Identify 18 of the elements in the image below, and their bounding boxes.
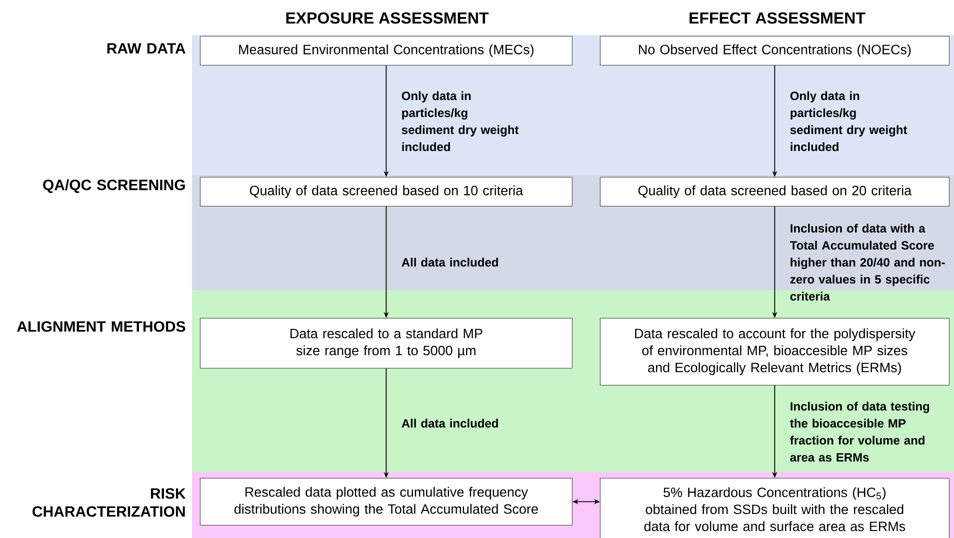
row-label: RAW DATA [107, 43, 186, 54]
process-box: Measured Environmental Concentrations (MECs) [200, 36, 572, 66]
process-box: Rescaled data plotted as cumulative frequency distributions showing the Total Accumulated Score [200, 478, 572, 526]
process-box: 5% Hazardous Concentrations (HC$_{5}$) obtained from SSDs built with the rescaled data for volume and surface area as ERMs [600, 478, 950, 538]
edge-label: All data included [402, 418, 498, 428]
process-box: Data rescaled to a standard MP size range from 1 to 5000 µm [200, 318, 572, 368]
process-box: No Observed Effect Concentrations (NOECs) [600, 36, 950, 66]
edge-label: Only data in particles/kg sediment dry weight included [790, 91, 908, 152]
process-box: Quality of data screened based on 20 criteria [600, 177, 950, 206]
edge-label: All data included [402, 258, 498, 267]
process-box: Data rescaled to account for the polydispersity of environmental MP, bioaccesible MP sizes and Ecologically Relevant Metrics (ERMs) [600, 318, 950, 386]
row-label: QA/QC SCREENING [43, 179, 185, 194]
edge-label: Only data in particles/kg sediment dry weight included [402, 91, 519, 152]
edge-label: Inclusion of data testing the bioaccesible MP fraction for volume and area as ERMs [790, 402, 930, 462]
row-label: ALIGNMENT METHODS [17, 321, 186, 332]
process-box: Quality of data screened based on 10 criteria [200, 177, 572, 206]
edge-label: Inclusion of data with a Total Accumulated Score higher than 20/40 and non-zero values in 5 specific criteria [790, 224, 945, 301]
row-label: RISK CHARACTERIZATION [32, 488, 186, 517]
